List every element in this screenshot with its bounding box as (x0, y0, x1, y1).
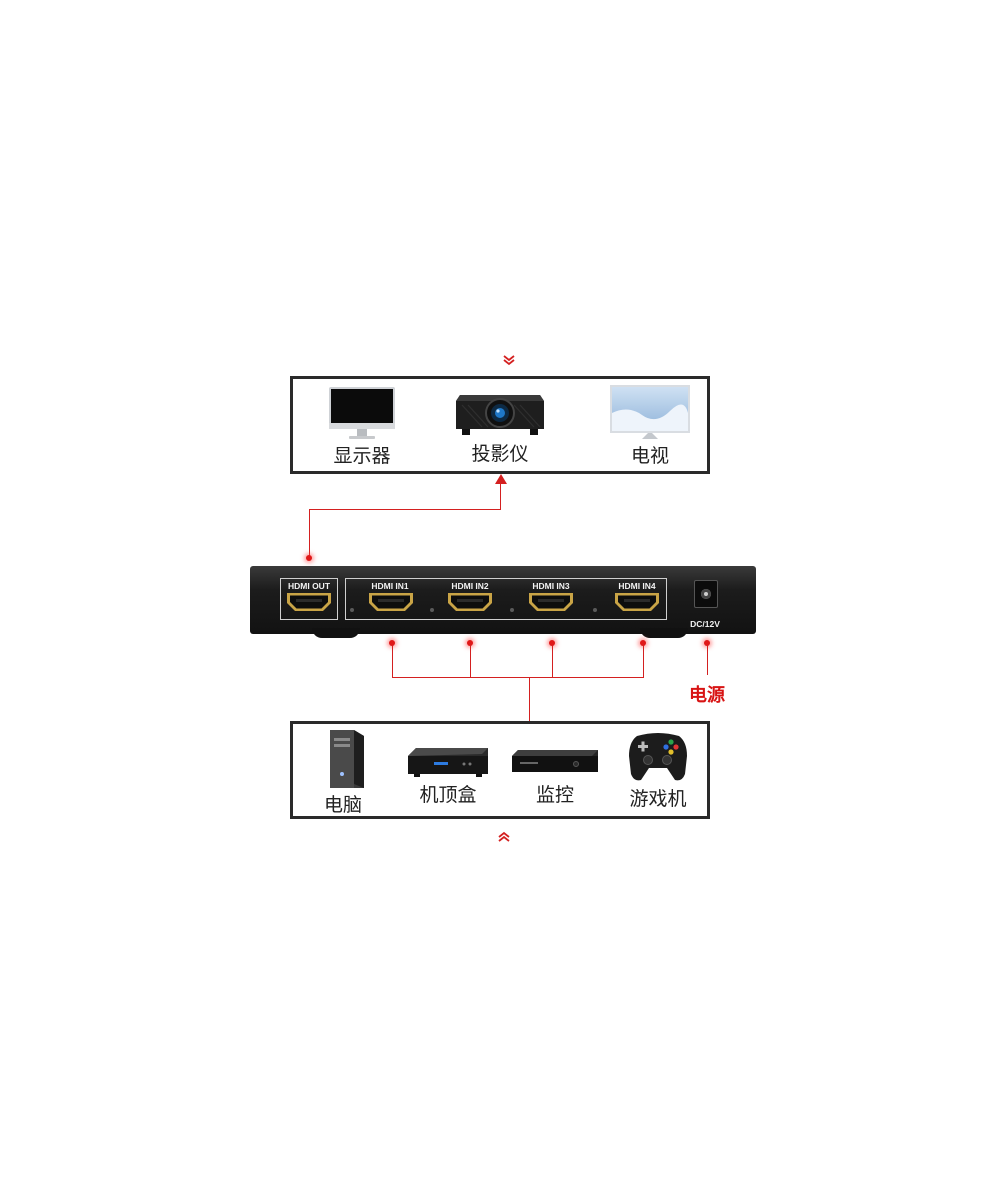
hdmi-in3-port-icon (529, 593, 573, 611)
projector-icon (456, 395, 544, 435)
output-device-projector: 投影仪 (445, 385, 555, 465)
monitor-icon (329, 387, 395, 439)
input-device-dvr: 监控 (500, 746, 610, 806)
input-device-label: 机顶盒 (419, 784, 477, 806)
input-led (510, 608, 514, 612)
connection-point (704, 640, 710, 646)
output-port-frame (280, 578, 338, 620)
input-device-label: 电脑 (323, 794, 362, 816)
pc-tower-icon (330, 730, 364, 788)
connection-point (467, 640, 473, 646)
output-device-label: 投影仪 (471, 443, 529, 465)
hdmi-out-port-icon (287, 593, 331, 611)
input-led (593, 608, 597, 612)
input-device-gamepad: 游戏机 (603, 730, 713, 810)
hdmi-in4-port-icon (615, 593, 659, 611)
input-ports-frame (345, 578, 667, 620)
connection-point (640, 640, 646, 646)
hdmi-in1-port-icon (369, 593, 413, 611)
dvr-recorder-icon (512, 750, 598, 772)
tv-icon (610, 385, 690, 439)
power-label: 电源 (689, 685, 725, 706)
chevron-down-icon (503, 355, 515, 366)
port-label-dc: DC/12V (690, 619, 720, 629)
output-device-label: 电视 (630, 445, 669, 467)
output-device-monitor: 显示器 (307, 385, 417, 467)
hdmi-in2-port-icon (448, 593, 492, 611)
output-device-tv: 电视 (595, 383, 705, 467)
dc-power-jack (694, 580, 718, 608)
input-devices-box: 电脑 机顶盒 监控 (290, 721, 710, 819)
input-led (430, 608, 434, 612)
set-top-box-icon (408, 748, 488, 777)
input-device-label: 监控 (535, 784, 574, 806)
output-device-label: 显示器 (333, 445, 391, 467)
connection-point (389, 640, 395, 646)
port-label-hdmi-in1: HDMI IN1 (371, 581, 409, 591)
port-label-hdmi-out: HDMI OUT (287, 581, 331, 591)
hdmi-switcher: HDMI OUT HDMI IN1 HDMI IN2 HDMI IN3 (250, 566, 756, 638)
gamepad-icon (629, 733, 687, 781)
port-label-hdmi-in2: HDMI IN2 (451, 581, 489, 591)
input-device-stb: 机顶盒 (393, 744, 503, 806)
connection-point (306, 555, 312, 561)
port-label-hdmi-in3: HDMI IN3 (532, 581, 570, 591)
input-led (350, 608, 354, 612)
port-label-hdmi-in4: HDMI IN4 (618, 581, 656, 591)
output-devices-box: 显示器 投影仪 (290, 376, 710, 474)
chevron-up-icon (498, 831, 510, 842)
arrow-up-icon (495, 474, 507, 484)
connection-point (549, 640, 555, 646)
input-device-pc: 电脑 (288, 728, 398, 816)
input-device-label: 游戏机 (629, 788, 687, 810)
